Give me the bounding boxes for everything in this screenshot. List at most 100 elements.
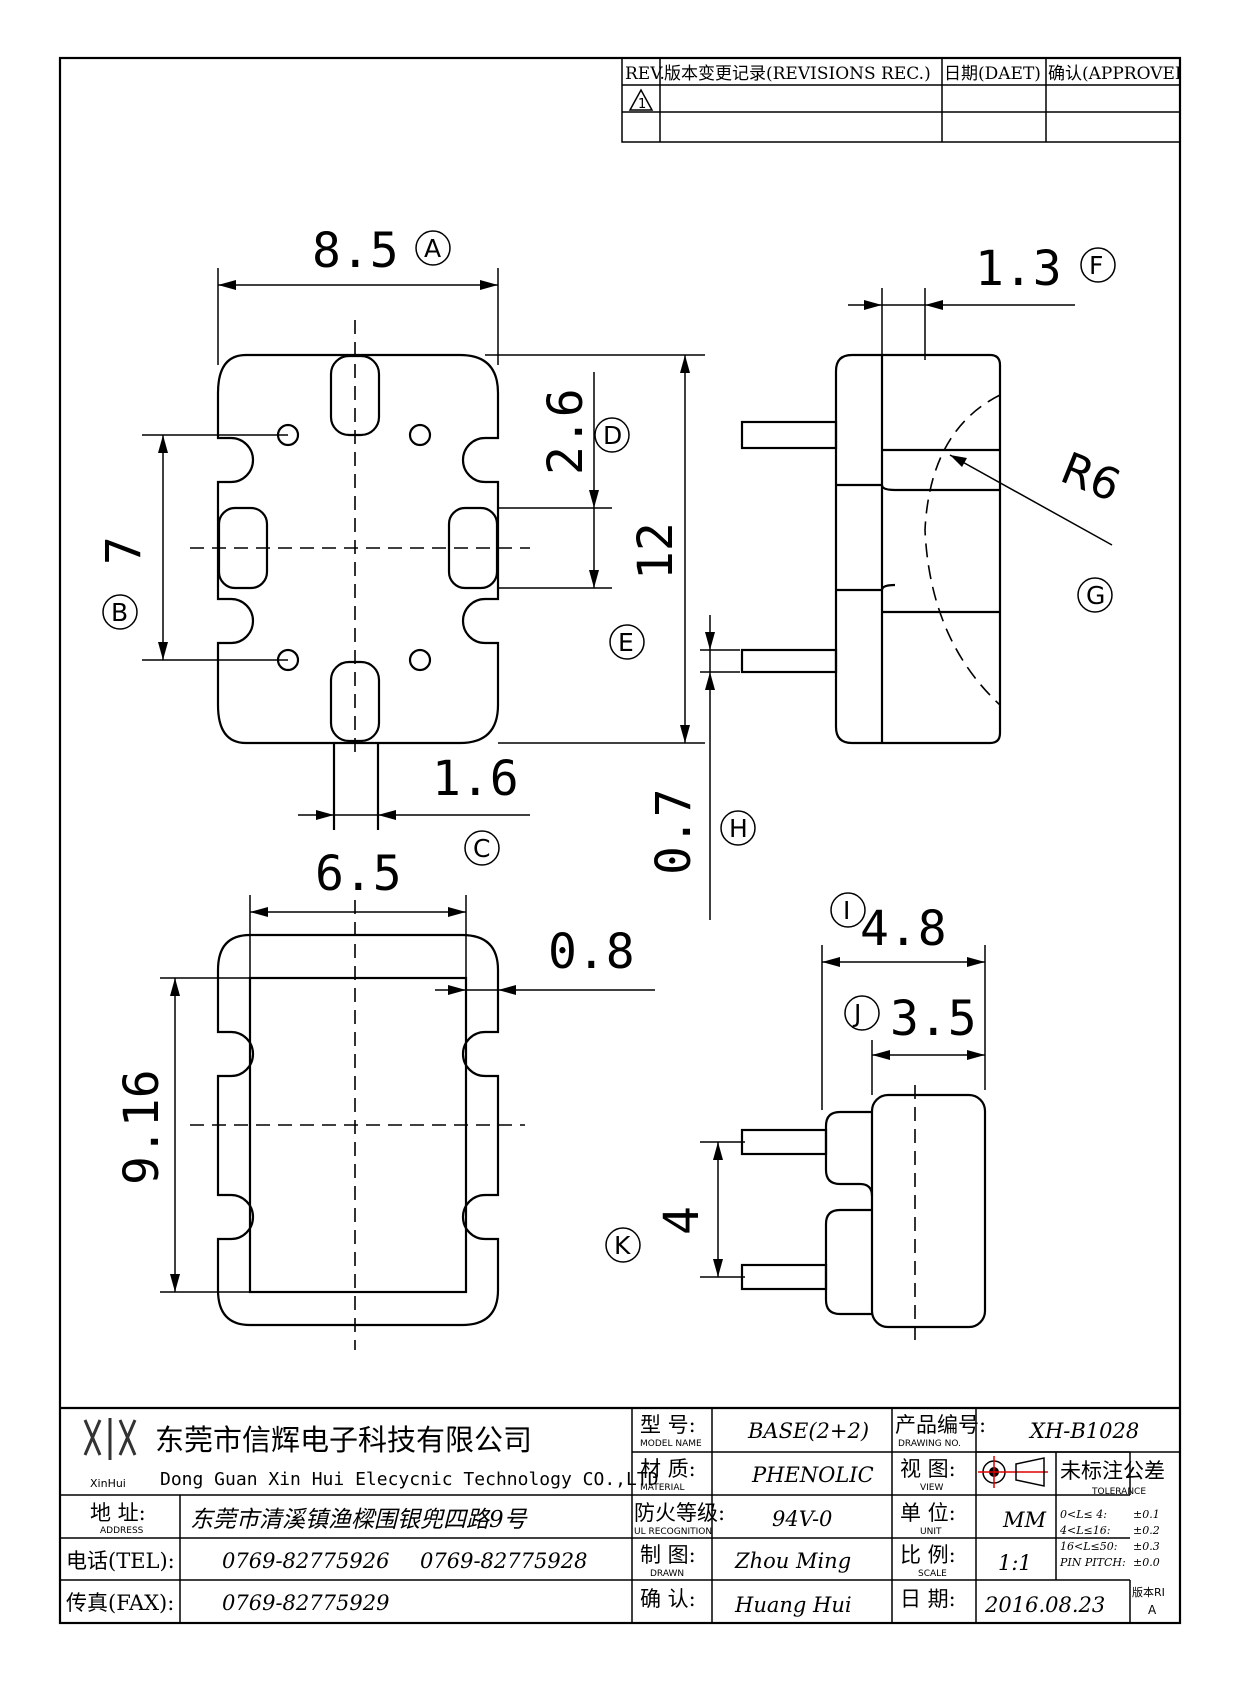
revision-table: REV. 版本变更记录(REVISIONS REC.) 日期(DAET) 确认(… bbox=[621, 57, 1182, 143]
dim-0-8: 0.8 bbox=[435, 924, 655, 1000]
dim-1-6: 1.6 C bbox=[298, 751, 530, 866]
dim-1-6-value: 1.6 bbox=[432, 751, 519, 807]
dim-3-5: 3.5 J bbox=[844, 991, 985, 1095]
fire-value: 94V-0 bbox=[772, 1507, 832, 1531]
dim-1-3-value: 1.3 bbox=[975, 241, 1062, 297]
projection-symbol-icon bbox=[978, 1456, 1048, 1488]
end-view bbox=[740, 1085, 987, 1340]
tag-e: E bbox=[618, 628, 634, 657]
drawn-label: 制 图: bbox=[640, 1543, 696, 1567]
approve-header: 确认(APPROVEI bbox=[1048, 64, 1182, 84]
fax-value: 0769-82775929 bbox=[222, 1591, 389, 1615]
drawing-no-value: XH-B1028 bbox=[1028, 1419, 1139, 1443]
drawing-no-label: 产品编号: bbox=[895, 1413, 986, 1437]
date-value: 2016.08.23 bbox=[984, 1593, 1105, 1617]
tolerance-range: 16<L≤50: bbox=[1060, 1540, 1117, 1553]
address-label-en: ADDRESS bbox=[100, 1526, 144, 1536]
tel-label: 电话(TEL): bbox=[66, 1549, 175, 1573]
dim-8-5-value: 8.5 bbox=[312, 223, 399, 279]
tolerance-title: 未标注公差 bbox=[1060, 1459, 1165, 1483]
logo-text: XinHui bbox=[90, 1477, 126, 1490]
tolerance-label-en: TOLERANCE bbox=[1091, 1487, 1146, 1497]
dim-12: 12 E bbox=[485, 354, 705, 744]
fax-label: 传真(FAX): bbox=[66, 1591, 174, 1615]
dim-6-5: 6.5 bbox=[249, 846, 467, 980]
tolerance-range: 4<L≤16: bbox=[1059, 1524, 1110, 1537]
tag-i: I bbox=[843, 896, 850, 925]
tag-b: B bbox=[111, 598, 128, 627]
dim-2-6-value: 2.6 bbox=[538, 388, 594, 475]
address-value: 东莞市清溪镇渔樑围银兜四路9号 bbox=[190, 1507, 528, 1533]
tolerance-range: 0<L≤ 4: bbox=[1060, 1508, 1107, 1521]
scale-label: 比 例: bbox=[900, 1543, 956, 1567]
unit-label-en: UNIT bbox=[920, 1527, 942, 1537]
model-value: BASE(2+2) bbox=[747, 1419, 869, 1443]
dim-3-5-value: 3.5 bbox=[890, 991, 977, 1047]
version-value: A bbox=[1148, 1603, 1157, 1617]
confirm-label: 确 认: bbox=[640, 1587, 696, 1611]
material-label-en: MATERIAL bbox=[640, 1483, 685, 1493]
drawn-label-en: DRAWN bbox=[650, 1569, 684, 1579]
address-label: 地 址: bbox=[90, 1501, 146, 1525]
tolerance-value: ±0.0 bbox=[1133, 1556, 1160, 1569]
tolerance-value: ±0.3 bbox=[1133, 1540, 1160, 1553]
rev-triangle-number: 1 bbox=[638, 97, 646, 112]
dim-4: 4 K bbox=[605, 1141, 745, 1278]
rev-header: REV. bbox=[625, 64, 665, 84]
tel-1: 0769-82775926 bbox=[222, 1549, 389, 1573]
dim-7-value: 7 bbox=[96, 536, 152, 565]
dim-6-5-value: 6.5 bbox=[315, 846, 402, 902]
dim-0-7-value: 0.7 bbox=[646, 788, 702, 875]
view-label: 视 图: bbox=[900, 1457, 956, 1481]
dim-12-value: 12 bbox=[628, 522, 684, 580]
version-label: 版本RI bbox=[1132, 1585, 1165, 1599]
dim-0-8-value: 0.8 bbox=[548, 924, 635, 980]
tag-j: J bbox=[852, 999, 861, 1028]
tag-k: K bbox=[614, 1231, 631, 1260]
model-label-en: MODEL NAME bbox=[640, 1439, 702, 1449]
dim-0-7: 0.7 H bbox=[646, 615, 756, 920]
company-name-en: Dong Guan Xin Hui Elecycnic Technology C… bbox=[160, 1469, 659, 1490]
top-view bbox=[190, 320, 612, 830]
material-value: PHENOLIC bbox=[751, 1463, 874, 1487]
company-logo: XinHui bbox=[83, 1418, 137, 1490]
unit-label: 单 位: bbox=[900, 1501, 956, 1525]
tag-a: A bbox=[424, 234, 441, 263]
tag-h: H bbox=[729, 814, 748, 843]
date-label: 日 期: bbox=[900, 1587, 956, 1611]
model-label: 型 号: bbox=[640, 1413, 696, 1437]
tolerance-value: ±0.2 bbox=[1133, 1524, 1160, 1537]
dim-2-6: 2.6 D bbox=[538, 372, 630, 588]
tag-g: G bbox=[1086, 581, 1105, 610]
confirm-value: Huang Hui bbox=[734, 1593, 852, 1617]
tolerance-range: PIN PITCH: bbox=[1059, 1556, 1126, 1569]
tolerance-value: ±0.1 bbox=[1133, 1508, 1160, 1521]
dim-9-16: 9.16 bbox=[114, 977, 255, 1293]
tag-c: C bbox=[473, 834, 490, 863]
dim-1-3: 1.3 F bbox=[848, 241, 1116, 360]
fire-label-en: UL RECOGNITION bbox=[634, 1527, 712, 1537]
revisions-header: 版本变更记录(REVISIONS REC.) bbox=[664, 64, 931, 84]
dim-9-16-value: 9.16 bbox=[114, 1069, 170, 1185]
dim-7: 7 B bbox=[96, 434, 288, 661]
material-label: 材 质: bbox=[640, 1457, 696, 1481]
view-label-en: VIEW bbox=[920, 1483, 943, 1493]
sheet-border bbox=[58, 56, 1182, 1625]
dim-8-5: 8.5 A bbox=[217, 223, 499, 365]
dim-4-8: 4.8 I bbox=[821, 892, 986, 1110]
title-block: XinHui 东莞市信辉电子科技有限公司 Dong Guan Xin Hui E… bbox=[60, 1406, 1180, 1623]
side-view: R6 G bbox=[740, 353, 1127, 745]
bottom-view bbox=[190, 900, 525, 1350]
unit-value: MM bbox=[1002, 1508, 1047, 1532]
fire-label: 防火等级: bbox=[634, 1501, 725, 1525]
dim-4-value: 4 bbox=[654, 1206, 710, 1235]
company-name-cn: 东莞市信辉电子科技有限公司 bbox=[155, 1423, 532, 1457]
tag-d: D bbox=[603, 421, 622, 450]
drawing-no-label-en: DRAWING NO. bbox=[898, 1439, 961, 1449]
scale-label-en: SCALE bbox=[918, 1569, 947, 1579]
tolerance-table: 0<L≤ 4: ±0.1 4<L≤16: ±0.2 16<L≤50: ±0.3 … bbox=[1059, 1508, 1160, 1569]
drawn-value: Zhou Ming bbox=[734, 1549, 851, 1573]
scale-value: 1:1 bbox=[998, 1551, 1032, 1575]
dim-4-8-value: 4.8 bbox=[860, 901, 947, 957]
